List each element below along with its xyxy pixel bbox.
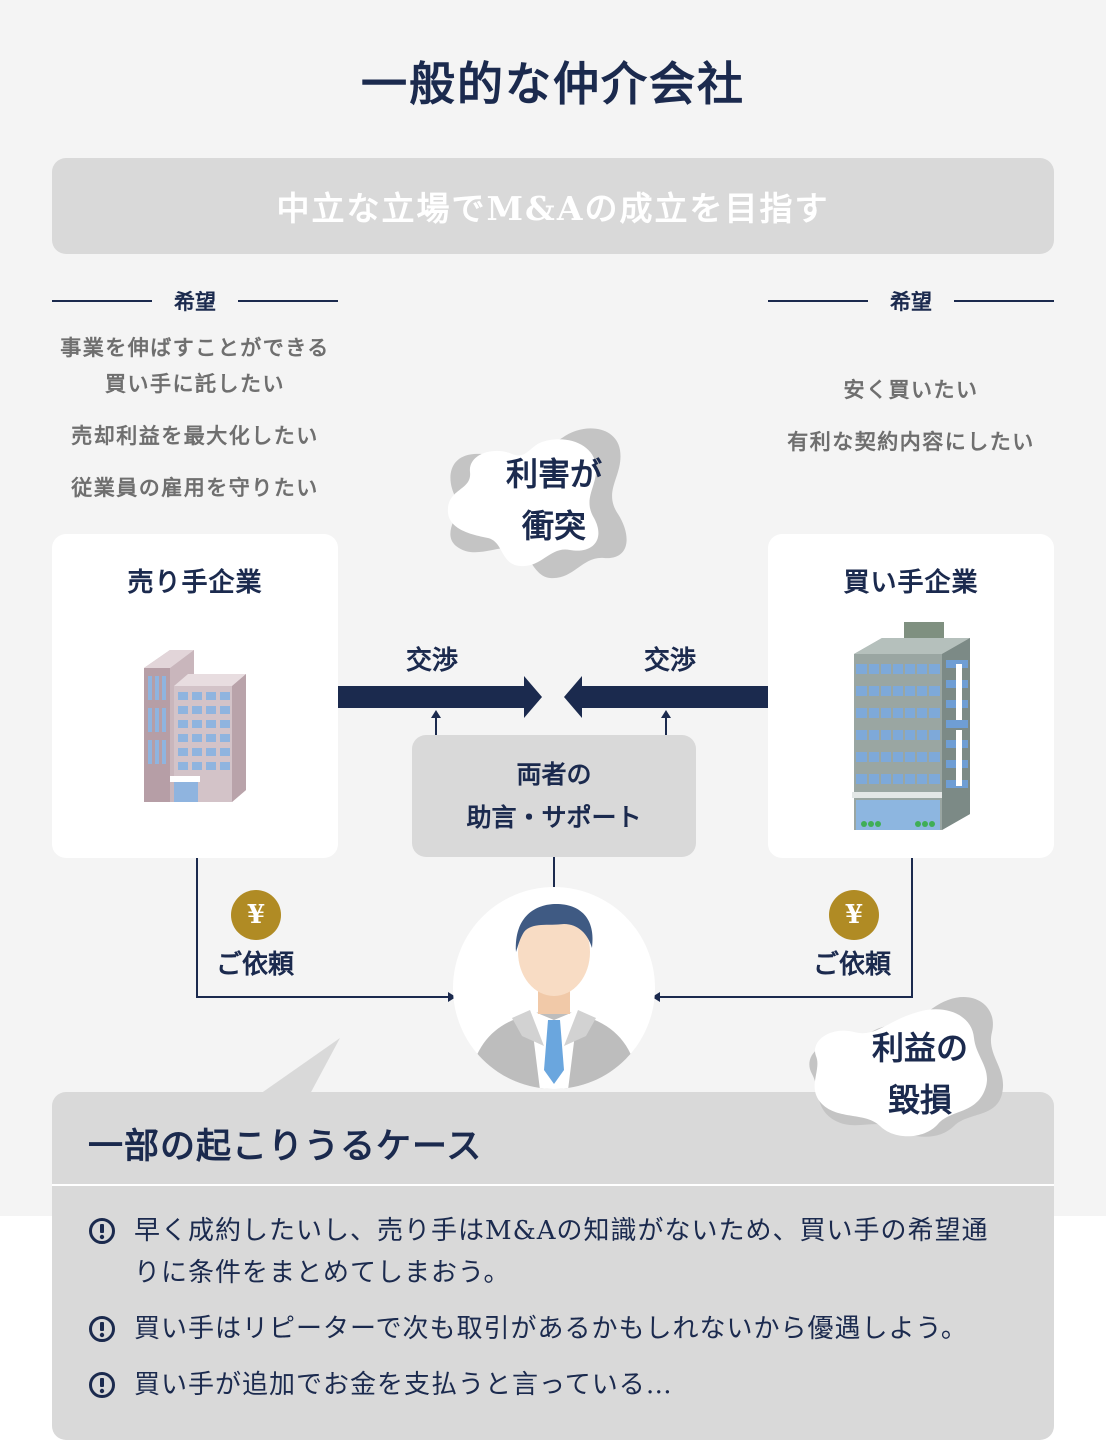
seller-wish-item: 売却利益を最大化したい [71, 423, 319, 448]
buyer-wish-item: 安く買いたい [843, 377, 979, 402]
seller-wish-list: 事業を伸ばすことができる 買い手に託したい 売却利益を最大化したい 従業員の雇用… [32, 330, 358, 506]
conflict-line1: 利害が [505, 455, 602, 493]
divider [52, 1184, 1054, 1186]
warning-icon [89, 1372, 115, 1398]
conflict-bubble-icon [447, 428, 627, 579]
seller-card-title: 売り手企業 [127, 568, 263, 598]
seller-wish-item: 買い手に託したい [105, 371, 285, 396]
buyer-wish-header: 希望 [768, 286, 1054, 316]
yen-coin-icon: ¥ [829, 890, 879, 940]
case-text: りに条件をまとめてしまおう。 [134, 1258, 511, 1288]
damage-bubble-icon [809, 996, 1004, 1137]
divider [954, 300, 1054, 302]
conflict-line2: 衝突 [521, 507, 586, 545]
buyer-negotiation-label: 交渉 [644, 646, 697, 676]
buyer-wish-label: 希望 [890, 289, 932, 314]
seller-negotiation-arrow [338, 676, 542, 718]
possible-cases-box: 一部の起こりうるケース 早く成約したいし、売り手はM&Aの知識がないため、買い手… [52, 1092, 1054, 1440]
connector-lines [196, 676, 913, 1002]
buyer-wish-list: 安く買いたい 有利な契約内容にしたい [748, 372, 1074, 460]
case-text: 買い手が追加でお金を支払うと言っている… [134, 1370, 673, 1400]
advisory-support-box: 両者の 助言・サポート [412, 735, 696, 857]
warning-icon [89, 1218, 115, 1244]
buyer-negotiation-arrow [564, 676, 768, 718]
buyer-card-title: 買い手企業 [843, 568, 979, 598]
speech-tail [260, 1038, 340, 1094]
case-item: 買い手が追加でお金を支払うと言っている… [88, 1364, 673, 1406]
buyer-building-icon [852, 622, 970, 830]
case-item: 買い手はリピーターで次も取引があるかもしれないから優遇しよう。 [88, 1308, 968, 1350]
warning-icon [89, 1316, 115, 1342]
buyer-request-label: ご依頼 [813, 950, 892, 980]
neutral-stance-banner: 中立な立場でM&Aの成立を目指す [52, 158, 1054, 254]
advisor-avatar-icon [453, 887, 655, 1089]
page-title: 一般的な仲介会社 [361, 57, 745, 111]
seller-request-label: ご依頼 [216, 950, 295, 980]
case-item: 早く成約したいし、売り手はM&Aの知識がないため、買い手の希望通 りに条件をまと… [88, 1210, 989, 1294]
damage-line2: 毀損 [887, 1081, 952, 1119]
support-line1: 両者の [516, 760, 592, 789]
divider [52, 300, 152, 302]
seller-wish-header: 希望 [52, 286, 338, 316]
seller-wish-item: 事業を伸ばすことができる [60, 335, 330, 360]
seller-negotiation-label: 交渉 [406, 646, 459, 676]
seller-building-icon [144, 650, 246, 802]
seller-wish-item: 従業員の雇用を守りたい [71, 475, 319, 500]
support-line2: 助言・サポート [466, 803, 642, 832]
yen-coin-icon: ¥ [231, 890, 281, 940]
seller-company-card: 売り手企業 [52, 534, 338, 858]
cases-heading: 一部の起こりうるケース [88, 1126, 483, 1167]
damage-label: 利益の 毀損 [820, 1022, 1020, 1126]
seller-wish-label: 希望 [174, 289, 216, 314]
damage-line1: 利益の [871, 1029, 968, 1067]
buyer-wish-item: 有利な契約内容にしたい [787, 429, 1035, 454]
divider [768, 300, 868, 302]
banner-text: 中立な立場でM&Aの成立を目指す [276, 189, 830, 228]
divider [238, 300, 338, 302]
buyer-company-card: 買い手企業 [768, 534, 1054, 858]
conflict-label: 利害が 衝突 [454, 448, 654, 552]
case-text: 買い手はリピーターで次も取引があるかもしれないから優遇しよう。 [134, 1314, 968, 1344]
case-text: 早く成約したいし、売り手はM&Aの知識がないため、買い手の希望通 [134, 1216, 989, 1246]
